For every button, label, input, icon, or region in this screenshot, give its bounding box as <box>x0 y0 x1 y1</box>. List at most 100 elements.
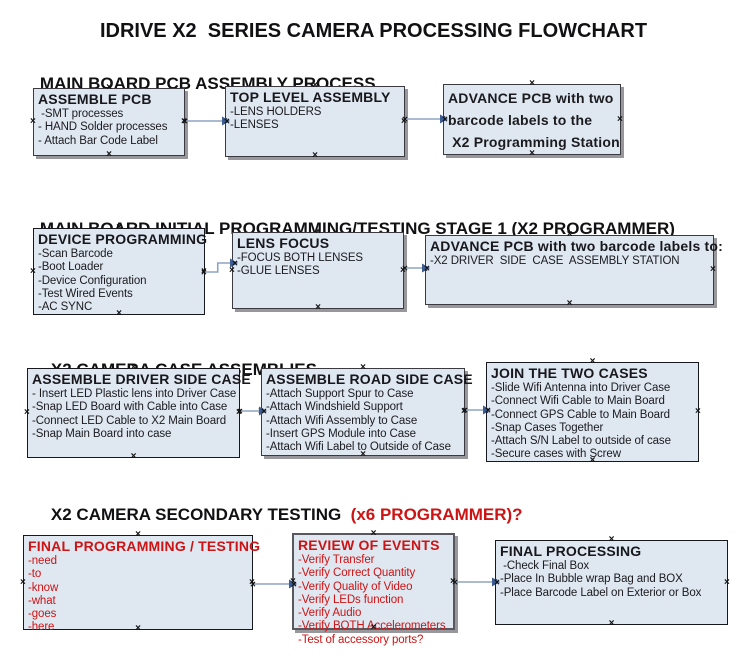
flow-box-device-programming[interactable]: DEVICE PROGRAMMING -Scan Barcode-Boot Lo… <box>30 223 208 319</box>
box-item: ADVANCE PCB with two <box>448 90 614 106</box>
connector-handle-icon[interactable]: × <box>182 117 188 128</box>
selection-handle-icon[interactable]: × <box>106 149 112 160</box>
box-items: -need-to-know-what-goes-here <box>28 555 249 635</box>
selection-handle-icon[interactable]: × <box>724 576 730 588</box>
connector-handle-icon[interactable]: × <box>232 259 238 270</box>
section-heading-text: X2 CAMERA SECONDARY TESTING <box>50 505 351 524</box>
connector-handle-icon[interactable]: × <box>494 578 500 589</box>
flow-box-top-level-assembly[interactable]: TOP LEVEL ASSEMBLY -LENS HOLDERS-LENSES … <box>222 81 407 161</box>
box-items: -Attach Support Spur to Case-Attach Wind… <box>266 388 461 454</box>
connector-handle-icon[interactable]: × <box>424 264 430 275</box>
flow-connector-arrow[interactable]: ×× <box>201 256 240 277</box>
box-item: -Attach Wifi Label to Outside of Case <box>266 441 451 454</box>
box-item: -SMT processes <box>38 108 124 120</box>
box-item: -Verify Audio <box>298 607 362 620</box>
box-item: -Connect Wifi Cable to Main Board <box>491 395 665 408</box>
box-item: -LENS HOLDERS <box>230 106 322 118</box>
box-title: DEVICE PROGRAMMING <box>38 231 208 247</box>
box-item: - HAND Solder processes <box>38 121 168 134</box>
box-item: -Verify LEDs function <box>298 593 404 606</box>
box-item: - Attach Bar Code Label <box>38 134 158 147</box>
connector-handle-icon[interactable]: × <box>462 406 468 417</box>
flow-box-assemble-pcb[interactable]: ASSEMBLE PCB -SMT processes- HAND Solder… <box>30 83 187 160</box>
connector-handle-icon[interactable]: × <box>201 268 207 278</box>
flow-connector-arrow[interactable]: ×× <box>250 577 299 591</box>
flow-box-advance-pcb-programming-station[interactable]: ADVANCE PCB with two barcode labels to th… <box>440 79 623 159</box>
box-item: -Scan Barcode <box>38 248 113 260</box>
connector-handle-icon[interactable]: × <box>402 115 408 126</box>
selection-handle-icon[interactable]: × <box>130 451 137 462</box>
flow-box-lens-focus[interactable]: LENS FOCUS -FOCUS BOTH LENSES-GLUE LENSE… <box>229 227 406 313</box>
selection-handle-icon[interactable]: × <box>312 150 318 161</box>
connector-handle-icon[interactable]: × <box>485 406 491 417</box>
box-item: -Attach Wifi Assembly to Case <box>266 414 418 427</box>
flow-connector-arrow[interactable]: ×× <box>452 575 502 589</box>
box-item: -Attach S/N Label to outside of case <box>491 435 671 448</box>
box-title: ASSEMBLE PCB <box>38 91 152 107</box>
flow-connector-arrow[interactable]: ×× <box>402 261 432 275</box>
box-item: -Attach Support Spur to Case <box>266 388 414 400</box>
box-item: -Test Wired Events <box>38 287 133 300</box>
selection-handle-icon[interactable]: × <box>20 576 26 588</box>
section-heading-secondary-testing: X2 CAMERA SECONDARY TESTING (x6 PROGRAMM… <box>32 485 523 545</box>
selection-handle-icon[interactable]: × <box>695 406 701 417</box>
box-item: -Snap LED Board with Cable into Case <box>32 401 228 414</box>
box-items: - Insert LED Plastic lens into Driver Ca… <box>32 388 236 441</box>
selection-handle-icon[interactable]: × <box>315 302 321 313</box>
box-item: -Place Barcode Label on Exterior or Box <box>500 586 702 599</box>
selection-handle-icon[interactable]: × <box>566 298 573 309</box>
box-item: barcode labels to the <box>448 112 593 128</box>
box-item: -what <box>28 594 56 607</box>
box-items: -LENS HOLDERS-LENSES <box>230 106 401 133</box>
selection-handle-icon[interactable]: × <box>710 264 716 275</box>
flow-box-final-programming-testing[interactable]: FINAL PROGRAMMING / TESTING -need-to-kno… <box>20 530 261 634</box>
connector-handle-icon[interactable]: × <box>250 580 256 591</box>
box-item: -X2 DRIVER SIDE CASE ASSEMBLY STATION <box>430 255 680 267</box>
box-title: ASSEMBLE ROAD SIDE CASE <box>266 371 473 387</box>
connector-handle-icon[interactable]: × <box>452 578 458 589</box>
box-item: -Verify BOTH Accelerometers <box>298 620 446 633</box>
flow-box-assemble-driver-side-case[interactable]: ASSEMBLE DRIVER SIDE CASE - Insert LED P… <box>24 363 251 462</box>
selection-handle-icon[interactable]: × <box>24 407 30 418</box>
flow-connector-arrow[interactable]: ×× <box>402 112 450 126</box>
box-items: -Scan Barcode-Boot Loader-Device Configu… <box>38 248 201 314</box>
flow-connector-arrow[interactable]: ×× <box>462 403 493 417</box>
flow-connector-arrow[interactable]: ×× <box>237 404 269 418</box>
box-item: -Connect LED Cable to X2 Main Board <box>32 414 227 427</box>
flow-connector-arrow[interactable]: ×× <box>182 114 232 128</box>
box-item: -Verify Transfer <box>298 554 375 566</box>
flow-box-assemble-road-side-case[interactable]: ASSEMBLE ROAD SIDE CASE -Attach Support … <box>258 363 473 460</box>
flow-box-join-the-two-cases[interactable]: JOIN THE TWO CASES -Slide Wifi Antenna i… <box>483 357 701 466</box>
selection-handle-icon[interactable]: × <box>30 265 36 277</box>
box-item: -Device Configuration <box>38 274 147 287</box>
connector-handle-icon[interactable]: × <box>442 115 448 126</box>
box-title: REVIEW OF EVENTS <box>298 537 440 553</box>
flow-box-advance-pcb-driver-case-station[interactable]: ADVANCE PCB with two barcode labels to: … <box>422 230 724 309</box>
box-title: ADVANCE PCB with two barcode labels to: <box>430 238 724 254</box>
flow-box-final-processing[interactable]: FINAL PROCESSING -Check Final Box-Place … <box>492 535 730 629</box>
connector-handle-icon[interactable]: × <box>261 407 267 418</box>
box-title: FINAL PROGRAMMING / TESTING <box>28 538 261 554</box>
box-items: -SMT processes- HAND Solder processes- A… <box>38 108 181 148</box>
box-items: -Verify Transfer-Verify Correct Quantity… <box>298 554 450 647</box>
connector-handle-icon[interactable]: × <box>224 117 230 128</box>
connector-handle-icon[interactable]: × <box>237 407 243 418</box>
connector-handle-icon[interactable]: × <box>402 264 408 275</box>
box-items: ADVANCE PCB with two barcode labels to th… <box>448 87 620 153</box>
box-items: -FOCUS BOTH LENSES-GLUE LENSES <box>237 252 400 279</box>
selection-handle-icon[interactable]: × <box>30 116 36 127</box>
box-item: -Connect GPS Cable to Main Board <box>491 408 670 421</box>
box-item: -LENSES <box>230 119 279 132</box>
box-item: -Test of accessory ports? <box>298 633 424 646</box>
box-item: -Place In Bubble wrap Bag and BOX <box>500 573 683 586</box>
box-title: FINAL PROCESSING <box>500 543 642 559</box>
selection-handle-icon[interactable]: × <box>617 113 623 125</box>
connector-handle-icon[interactable]: × <box>291 580 297 591</box>
box-item: -need <box>28 555 57 567</box>
selection-handle-icon[interactable]: × <box>608 618 615 629</box>
box-item: -here <box>28 621 55 634</box>
flow-box-review-of-events[interactable]: REVIEW OF EVENTS -Verify Transfer-Verify… <box>290 529 456 646</box>
box-item: -AC SYNC <box>38 301 93 314</box>
box-item: -goes <box>28 608 57 621</box>
